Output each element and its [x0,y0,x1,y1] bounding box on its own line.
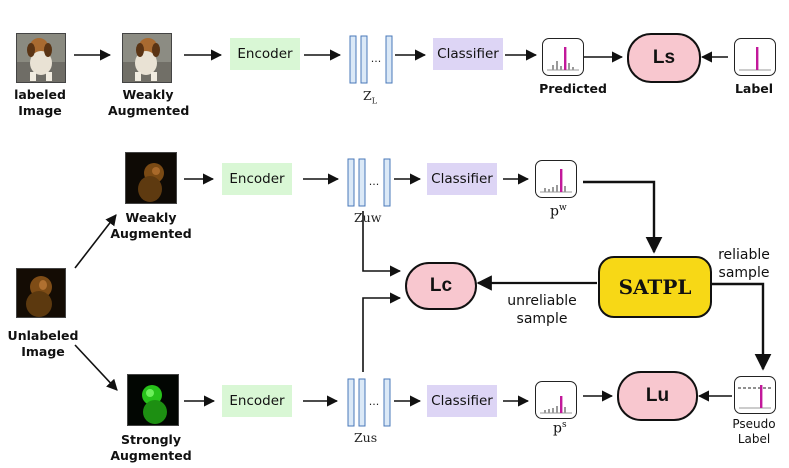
arrow-unlabeled-to-strong [74,344,118,391]
pw-symbol: pw [550,203,567,220]
feature-vector-zus: ... [347,378,393,432]
label-caption: Label [734,81,774,96]
strongly-augmented-caption: Strongly Augmented [110,432,192,463]
encoder-block-labeled: Encoder [230,38,300,70]
reliable-sample-annotation: reliable sample [718,247,770,281]
label-histogram [734,38,776,76]
lc-loss: Lc [405,262,477,310]
pseudo-label-histogram [734,376,776,414]
weakly-augmented-caption-top: Weakly Augmented [108,87,190,118]
classifier-block-strong: Classifier [427,385,497,417]
feature-vector-zl: ... [349,35,395,89]
unlabeled-image-caption: Unlabeled Image [7,328,79,359]
predicted-caption: Predicted [539,81,607,96]
labeled-image-caption: labeled Image [14,87,66,118]
classifier-block-weak: Classifier [427,163,497,195]
unlabeled-image [16,268,66,318]
arrow-unlabeled-to-weak [74,214,117,269]
pw-histogram [535,160,577,198]
predicted-histogram [542,38,584,76]
feature-vector-zuw: ... [347,158,393,212]
zuw-label: Zuw [354,210,382,225]
encoder-block-strong: Encoder [222,385,292,417]
encoder-block-weak: Encoder [222,163,292,195]
feature-dots: ... [369,395,380,408]
pseudo-label-caption: Pseudo Label [732,417,776,446]
arrow-zus-to-lc [362,292,402,372]
labeled-image [16,33,66,83]
arrow-zuw-to-lc [362,211,402,277]
arrow-pw-to-satpl [583,180,663,254]
feature-dots: ... [369,175,380,188]
ps-histogram [535,381,577,419]
zl-label: ZL [363,88,377,106]
weakly-augmented-caption: Weakly Augmented [110,210,192,241]
weakly-augmented-labeled-image [122,33,172,83]
satpl-block: SATPL [598,256,712,318]
classifier-block-labeled: Classifier [433,38,503,70]
lu-loss: Lu [617,371,698,421]
unreliable-sample-annotation: unreliable sample [507,293,577,327]
ps-symbol: ps [553,420,567,437]
ls-loss: Ls [627,33,701,83]
strongly-augmented-image [127,374,179,426]
zus-label: Zus [354,430,378,445]
arrow-satpl-to-pseudo [711,282,772,371]
feature-dots: ... [371,52,382,65]
weakly-augmented-unlabeled-image [125,152,177,204]
